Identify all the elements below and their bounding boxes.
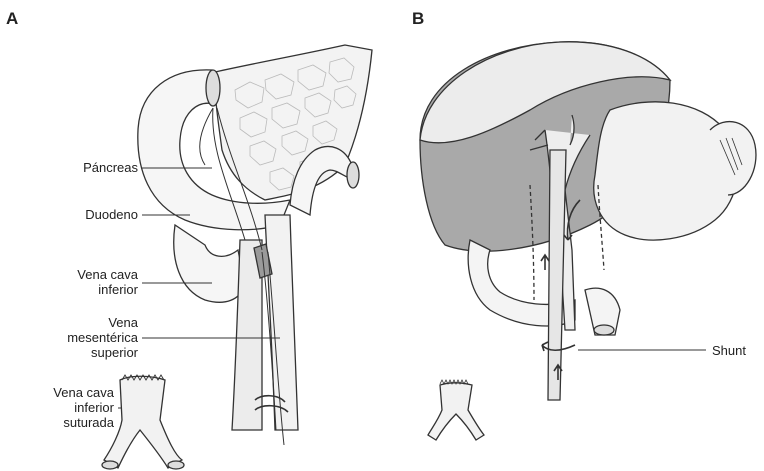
label-vena-cava-suturada: Vena cava inferior suturada: [53, 385, 114, 430]
mesenteric-vein-vessel: [265, 215, 298, 430]
label-pancreas: Páncreas: [83, 160, 138, 175]
portal-main: [548, 150, 566, 400]
small-vein-b: [428, 383, 484, 440]
label-vena-cava-inferior: Vena cava inferior: [77, 267, 138, 297]
stomach-shape: [594, 102, 738, 240]
label-vena-cava-line1: Vena cava: [77, 267, 138, 282]
label-vena-sut-line2: inferior: [53, 400, 114, 415]
jejunum-opening: [347, 162, 359, 188]
label-vena-sut-line3: suturada: [53, 415, 114, 430]
label-vena-mes-line3: superior: [67, 345, 138, 360]
duodenum-opening: [206, 70, 220, 106]
label-vena-mesenterica: Vena mesentérica superior: [67, 315, 138, 360]
panel-b-letter: B: [412, 9, 424, 29]
lower-loop-shape: [174, 225, 245, 302]
label-vena-sut-line1: Vena cava: [53, 385, 114, 400]
label-vena-mes-line2: mesentérica: [67, 330, 138, 345]
label-duodeno: Duodeno: [85, 207, 138, 222]
intestine-opening: [594, 325, 614, 335]
panel-a-drawing: [102, 45, 372, 469]
panel-a-letter: A: [6, 9, 18, 29]
sutured-vena-cava: [104, 376, 182, 468]
label-vena-cava-line2: inferior: [77, 282, 138, 297]
arrow-up-1: [541, 255, 549, 270]
label-vena-mes-line1: Vena: [67, 315, 138, 330]
label-shunt: Shunt: [712, 343, 746, 358]
panel-b-drawing: [420, 42, 756, 440]
